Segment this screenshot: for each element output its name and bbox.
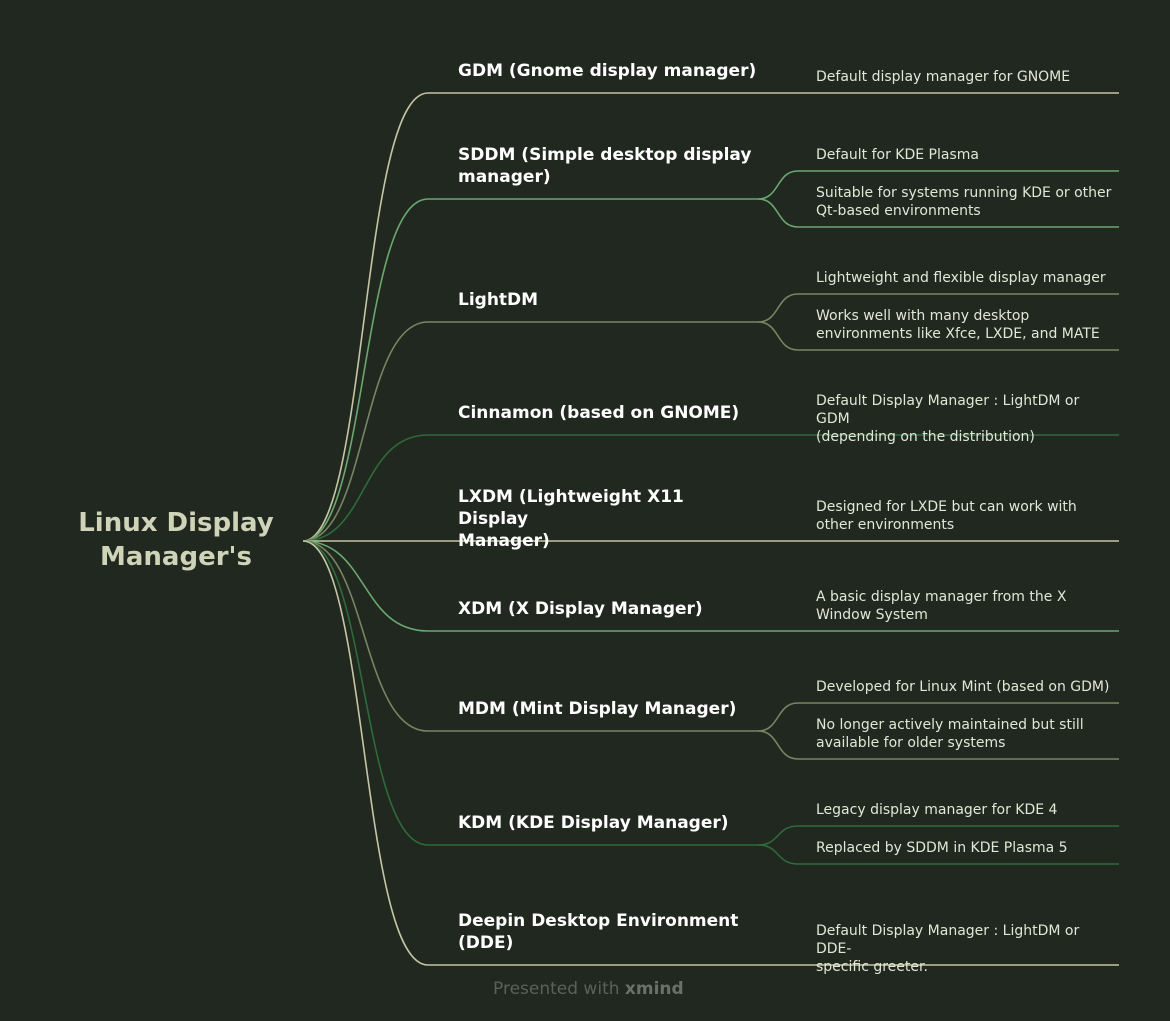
connector-kdm-to-subtopic-2	[757, 844, 1119, 865]
footer-credit: Presented with xmind	[493, 979, 684, 999]
connector-sddm-to-subtopic-2	[757, 198, 1119, 228]
connector-root-to-kdm	[302, 540, 758, 846]
branch-topic-sddm[interactable]: SDDM (Simple desktop display manager)	[458, 145, 752, 187]
central-topic[interactable]: Linux Display Manager's	[78, 508, 274, 572]
subtopic-mdm-no-longer[interactable]: No longer actively maintained but still …	[816, 717, 1084, 751]
connector-root-to-deepin	[302, 540, 758, 966]
subtopic-sddm-default[interactable]: Default for KDE Plasma	[816, 147, 979, 163]
subtopic-gdm-default[interactable]: Default display manager for GNOME	[816, 69, 1071, 85]
subtopic-mdm-developed[interactable]: Developed for Linux Mint (based on GDM)	[816, 679, 1110, 695]
branch-topic-cinnamon[interactable]: Cinnamon (based on GNOME)	[458, 403, 740, 423]
footer-prefix: Presented with	[493, 979, 620, 999]
connector-sddm-to-subtopic-1	[757, 170, 1119, 200]
subtopic-kdm-replaced[interactable]: Replaced by SDDM in KDE Plasma 5	[816, 840, 1068, 856]
connector-root-to-sddm	[302, 198, 758, 542]
connector-mdm-to-subtopic-2	[757, 730, 1119, 760]
branch-topic-lightdm[interactable]: LightDM	[458, 290, 539, 310]
subtopic-xdm-basic[interactable]: A basic display manager from the X Windo…	[816, 589, 1067, 623]
subtopic-cinnamon-default[interactable]: Default Display Manager : LightDM or GDM…	[816, 393, 1080, 445]
branch-topic-mdm[interactable]: MDM (Mint Display Manager)	[458, 699, 737, 719]
connector-lightdm-to-subtopic-2	[757, 321, 1119, 351]
connector-lightdm-to-subtopic-1	[757, 293, 1119, 323]
subtopic-sddm-suitable[interactable]: Suitable for systems running KDE or othe…	[816, 185, 1112, 219]
subtopic-kdm-legacy[interactable]: Legacy display manager for KDE 4	[816, 802, 1058, 818]
subtopic-lxdm-designed[interactable]: Designed for LXDE but can work with othe…	[816, 499, 1077, 533]
connector-root-to-mdm	[302, 540, 758, 732]
branch-topic-xdm[interactable]: XDM (X Display Manager)	[458, 599, 703, 619]
branch-topic-dde[interactable]: Deepin Desktop Environment (DDE)	[458, 911, 739, 953]
subtopic-lightdm-works-well[interactable]: Works well with many desktop environment…	[816, 308, 1100, 342]
branch-topic-lxdm[interactable]: LXDM (Lightweight X11 Display Manager)	[458, 487, 684, 551]
branch-topic-gdm[interactable]: GDM (Gnome display manager)	[458, 61, 757, 81]
subtopic-dde-default[interactable]: Default Display Manager : LightDM or DDE…	[816, 923, 1080, 975]
connector-kdm-to-subtopic-1	[757, 825, 1119, 846]
subtopic-lightdm-lightweight[interactable]: Lightweight and flexible display manager	[816, 270, 1106, 286]
connector-root-to-cinnamon	[302, 434, 758, 542]
connector-mdm-to-subtopic-1	[757, 702, 1119, 732]
connector-root-to-xdm	[302, 540, 758, 632]
branch-topic-kdm[interactable]: KDM (KDE Display Manager)	[458, 813, 729, 833]
connector-root-to-gdm	[302, 92, 758, 542]
connector-root-to-lightdm	[302, 321, 758, 542]
xmind-logo: xmind	[624, 979, 684, 999]
